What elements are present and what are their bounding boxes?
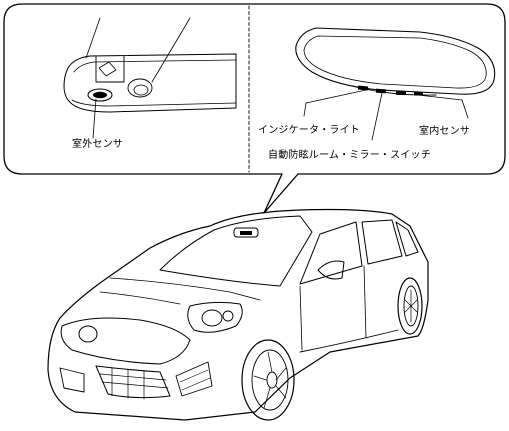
indicator-light-label: インジケータ・ライト bbox=[258, 125, 360, 136]
mirror-rear-view bbox=[63, 17, 237, 139]
outside-sensor-label: 室外センサ bbox=[72, 139, 123, 150]
inside-sensor-leader bbox=[417, 94, 469, 119]
callout-frame bbox=[3, 3, 506, 214]
inside-sensor-label: 室内センサ bbox=[419, 126, 470, 137]
dimming-switch-leader bbox=[371, 92, 383, 141]
auto-dimming-switch-label: 自動防眩ルーム・ミラー・スイッチ bbox=[268, 150, 431, 161]
mirror-front-view bbox=[295, 27, 496, 141]
car-illustration bbox=[47, 208, 429, 421]
outside-sensor-leader bbox=[92, 98, 97, 139]
indicator-light-leader bbox=[303, 89, 367, 117]
